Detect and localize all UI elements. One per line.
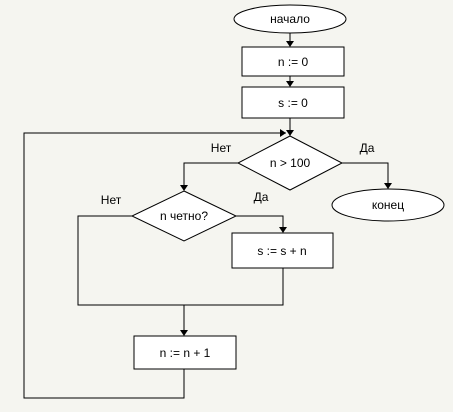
- edge-label-even-no: Нет: [101, 193, 122, 207]
- edge-even-no: [77, 215, 284, 306]
- arrowhead: [286, 41, 294, 47]
- node-add-s: s := s + n: [231, 232, 334, 269]
- node-cond-even-label: n четно?: [160, 209, 208, 223]
- edge-labels: Нет Да Нет Да: [101, 141, 375, 207]
- node-init-n: n := 0: [241, 46, 345, 77]
- arrowhead: [180, 330, 188, 336]
- edge-even-yes: [236, 215, 284, 230]
- node-init-s-label: s := 0: [278, 96, 308, 110]
- node-end-label: конец: [372, 198, 404, 212]
- arrowhead: [286, 81, 294, 87]
- arrowhead: [180, 185, 188, 191]
- edge-loop-back: [23, 132, 286, 399]
- node-start: начало: [233, 4, 347, 34]
- terminator-shape: [233, 4, 347, 34]
- node-inc-n: n := n + 1: [133, 335, 237, 370]
- process-shape: [231, 232, 334, 269]
- node-cond-even: n четно?: [130, 190, 238, 242]
- node-cond-main: n > 100: [236, 135, 344, 191]
- node-cond-main-label: n > 100: [270, 156, 311, 170]
- arrowhead: [384, 183, 392, 189]
- process-shape: [241, 86, 345, 119]
- node-inc-n-label: n := n + 1: [160, 346, 211, 360]
- arrowhead: [279, 227, 287, 233]
- edge-label-main-no: Нет: [211, 141, 232, 155]
- process-shape: [133, 335, 237, 370]
- edge-cond-yes: [342, 162, 389, 186]
- decision-shape: [130, 190, 238, 242]
- edge-label-even-yes: Да: [254, 190, 269, 204]
- decision-shape: [236, 135, 344, 191]
- terminator-shape: [331, 188, 445, 222]
- process-shape: [241, 46, 345, 77]
- arrowhead: [280, 129, 286, 137]
- node-start-label: начало: [270, 12, 310, 26]
- node-init-n-label: n := 0: [278, 55, 309, 69]
- node-init-s: s := 0: [241, 86, 345, 119]
- arrowheads: [180, 41, 392, 336]
- node-end: конец: [331, 188, 445, 222]
- connectors: [23, 33, 389, 399]
- edge-label-main-yes: Да: [360, 141, 375, 155]
- node-add-s-label: s := s + n: [257, 244, 306, 258]
- edge-cond-no: [183, 162, 238, 188]
- arrowhead: [286, 130, 294, 136]
